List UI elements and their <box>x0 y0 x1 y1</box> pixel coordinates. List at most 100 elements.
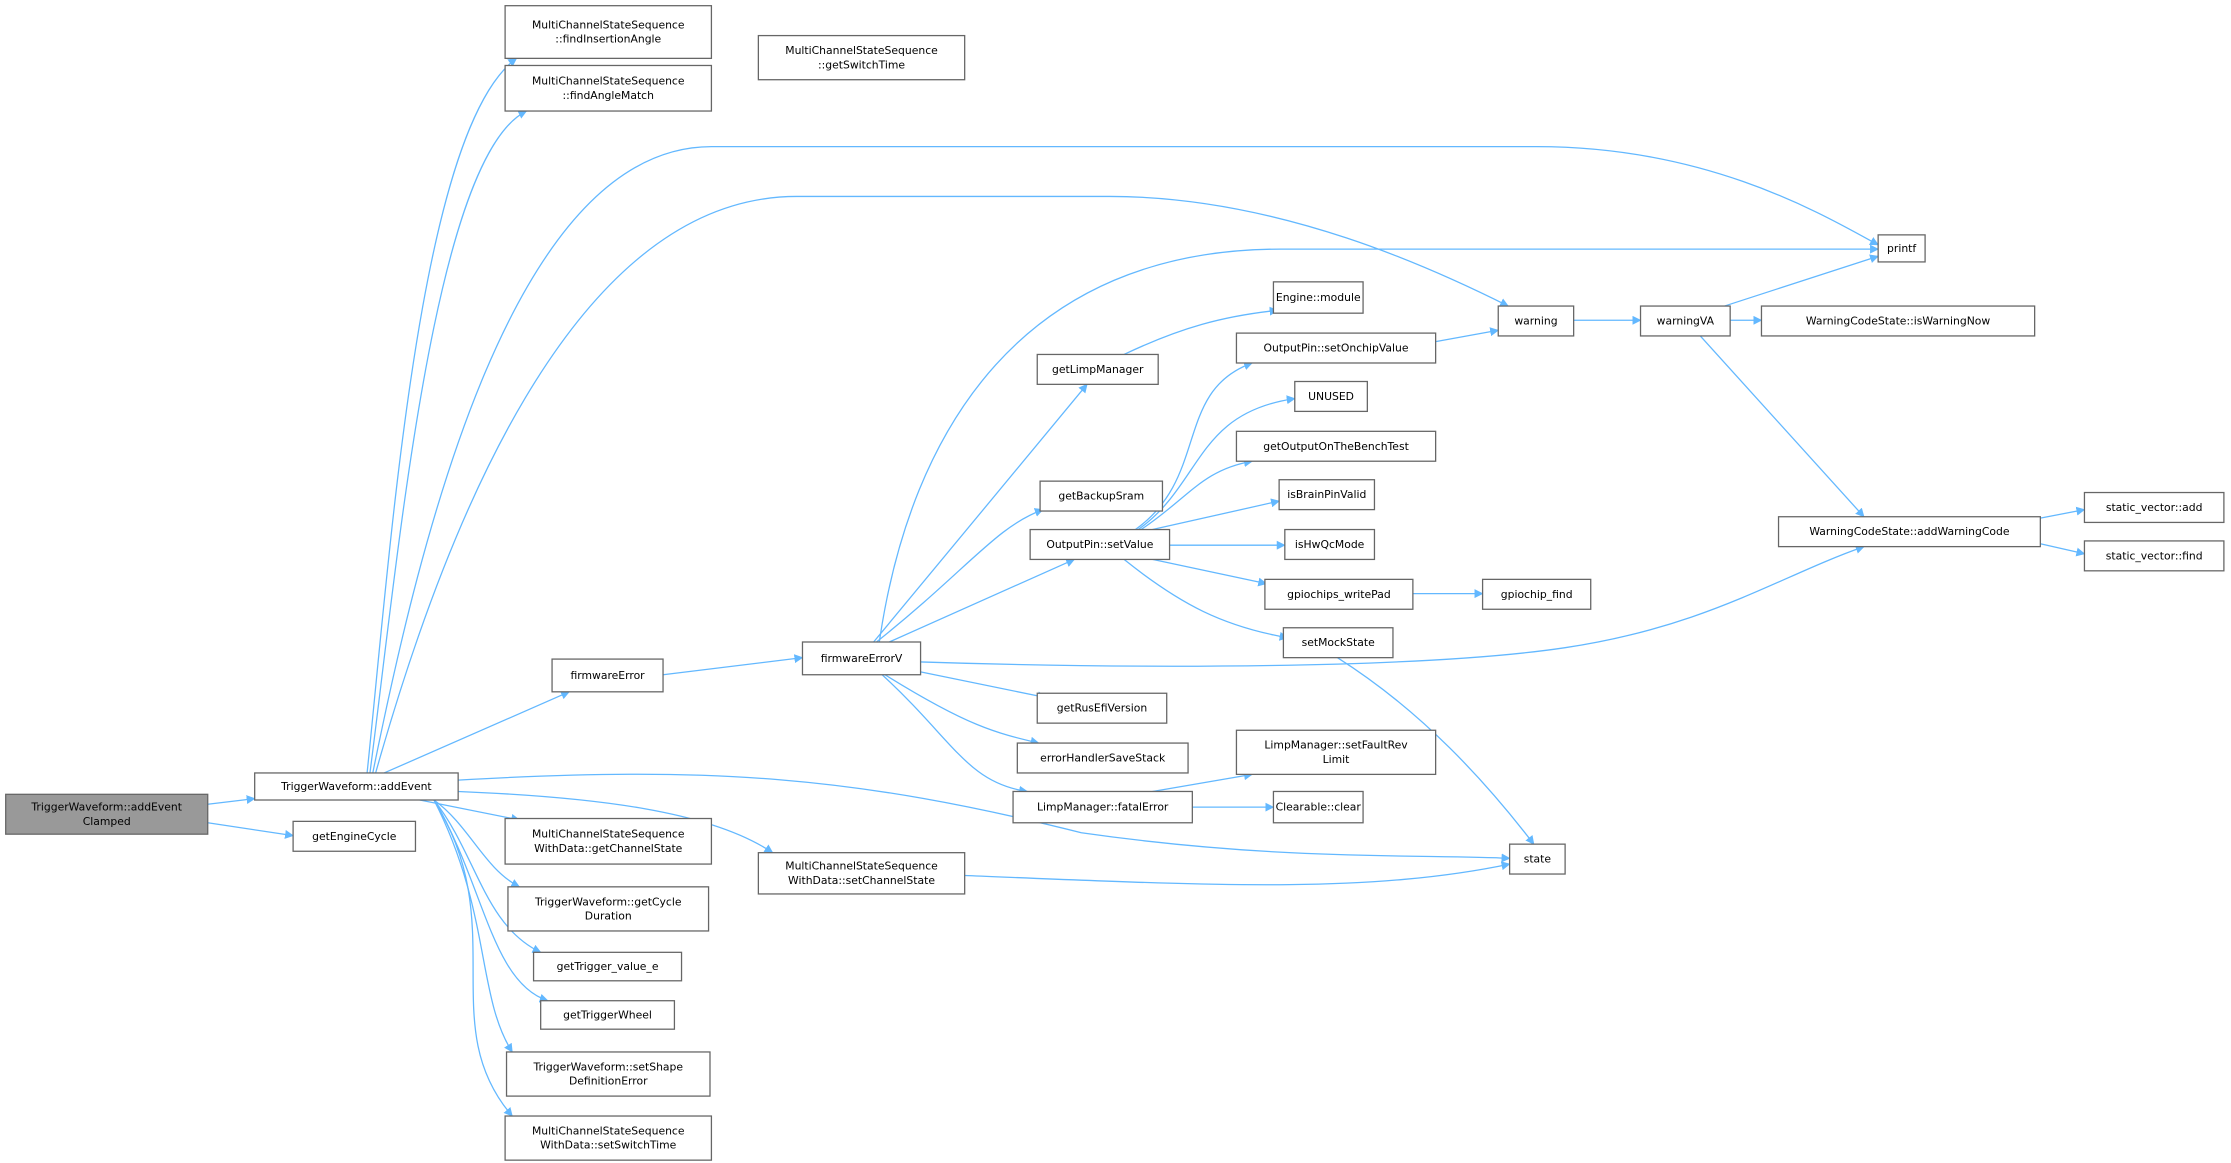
node-warning[interactable]: warning <box>1497 305 1575 337</box>
edge-addevent-printf <box>372 145 1879 774</box>
node-printf[interactable]: printf <box>1877 234 1926 263</box>
node-unused[interactable]: UNUSED <box>1294 380 1368 413</box>
node-box <box>551 658 664 693</box>
node-label: LimpManager::fatalError <box>1037 801 1169 814</box>
node-label: state <box>1524 853 1552 866</box>
node-box <box>1016 742 1189 774</box>
node-label: Engine::module <box>1276 291 1361 304</box>
node-is-warning-now[interactable]: WarningCodeState::isWarningNow <box>1760 305 2036 337</box>
edge-firmwareerrorv-getrusefiversion <box>920 671 1047 701</box>
node-get-switch-time[interactable]: MultiChannelStateSequence::getSwitchTime <box>757 34 966 81</box>
node-label: WithData::getChannelState <box>534 842 683 855</box>
node-get-trigger-wheel[interactable]: getTriggerWheel <box>540 1000 676 1030</box>
edge-addevent-getcycleduration <box>433 799 521 888</box>
node-gpiochip-find[interactable]: gpiochip_find <box>1481 578 1592 610</box>
node-label: DefinitionError <box>569 1075 648 1088</box>
edges <box>207 57 2086 1117</box>
node-get-backup-sram[interactable]: getBackupSram <box>1039 480 1164 512</box>
node-label: TriggerWaveform::getCycle <box>534 895 682 908</box>
node-get-rus-efi-version[interactable]: getRusEfiVersion <box>1036 692 1168 724</box>
node-get-limp-manager[interactable]: getLimpManager <box>1036 353 1159 385</box>
node-box <box>757 34 966 81</box>
node-label: warningVA <box>1657 314 1715 327</box>
node-box <box>1284 528 1376 561</box>
node-box <box>1508 843 1566 875</box>
edge-firmwareerrorv-addwarningcode <box>920 545 1865 667</box>
node-add-event[interactable]: TriggerWaveform::addEvent <box>254 772 459 801</box>
node-box <box>1639 305 1731 337</box>
node-label: OutputPin::setOnchipValue <box>1264 342 1409 355</box>
edge-setvalue-isbrainpinvalid <box>1152 498 1281 531</box>
node-label: Duration <box>585 910 632 923</box>
node-get-engine-cycle[interactable]: getEngineCycle <box>292 820 417 852</box>
node-box <box>254 772 459 801</box>
node-label: ::getSwitchTime <box>818 58 905 71</box>
node-set-mock-state[interactable]: setMockState <box>1282 627 1394 659</box>
node-static-vector-find[interactable]: static_vector::find <box>2083 540 2225 572</box>
edge-firmwareerrorv-errorhandlersavestack <box>884 674 1040 746</box>
node-set-onchip-value[interactable]: OutputPin::setOnchipValue <box>1235 332 1437 364</box>
node-label: getTrigger_value_e <box>557 960 659 973</box>
node-label: WarningCodeState::addWarningCode <box>1809 525 2010 538</box>
node-set-value[interactable]: OutputPin::setValue <box>1029 528 1171 561</box>
edge-addevent-setswitchtime <box>433 799 513 1117</box>
node-box <box>2083 540 2225 572</box>
node-add-warning-code[interactable]: WarningCodeState::addWarningCode <box>1777 516 2041 548</box>
node-label: firmwareError <box>570 669 645 682</box>
node-get-trigger-value-e[interactable]: getTrigger_value_e <box>532 951 683 982</box>
edge-firmwareerrorv-printf <box>878 244 1880 643</box>
edge-addwarningcode-staticvectoradd <box>2040 506 2086 519</box>
edge-addwarningcode-staticvectorfind <box>2040 543 2086 557</box>
node-get-channel-state[interactable]: MultiChannelStateSequenceWithData::getCh… <box>504 817 713 865</box>
node-fatal-error[interactable]: LimpManager::fatalError <box>1012 790 1193 824</box>
node-label: MultiChannelStateSequence <box>785 44 938 57</box>
edge-firmwareerrorv-fatalerror <box>881 674 1029 795</box>
node-label: TriggerWaveform::addEvent <box>30 801 182 814</box>
edge-warningva-addwarningcode <box>1699 335 1865 518</box>
edge-addeventclamped-getenginecycle <box>207 822 294 839</box>
node-box <box>1264 578 1414 610</box>
node-static-vector-add[interactable]: static_vector::add <box>2083 491 2225 524</box>
node-box <box>1235 332 1437 364</box>
edge-fatalerror-setfaultrevlimit <box>1152 771 1253 793</box>
node-label: MultiChannelStateSequence <box>532 828 685 841</box>
node-label: getLimpManager <box>1052 363 1144 376</box>
node-box <box>1481 578 1592 610</box>
node-label: static_vector::find <box>2106 549 2203 562</box>
node-get-output-on-the-bench-test[interactable]: getOutputOnTheBenchTest <box>1235 430 1437 462</box>
node-find-insertion-angle[interactable]: MultiChannelStateSequence::findInsertion… <box>504 5 713 60</box>
node-find-angle-match[interactable]: MultiChannelStateSequence::findAngleMatc… <box>504 64 713 112</box>
node-box <box>540 1000 676 1030</box>
node-label: printf <box>1887 242 1916 255</box>
node-warning-v-a[interactable]: warningVA <box>1639 305 1731 337</box>
node-is-brain-pin-valid[interactable]: isBrainPinValid <box>1278 479 1376 511</box>
edge-addevent-getchannelstate <box>419 799 521 823</box>
nodes: TriggerWaveform::addEventClampedTriggerW… <box>5 5 2225 1161</box>
node-box <box>1272 790 1364 824</box>
node-box <box>1877 234 1926 263</box>
node-is-hw-qc-mode[interactable]: isHwQcMode <box>1284 528 1376 561</box>
node-set-switch-time[interactable]: MultiChannelStateSequenceWithData::setSw… <box>504 1115 713 1161</box>
node-box <box>1029 528 1171 561</box>
node-engine-module[interactable]: Engine::module <box>1272 281 1364 314</box>
edge-setvalue-getoutputonthebenchtest <box>1140 458 1253 531</box>
node-firmware-error-v[interactable]: firmwareErrorV <box>801 641 922 676</box>
node-box <box>1272 281 1364 314</box>
node-box <box>507 886 710 932</box>
node-firmware-error[interactable]: firmwareError <box>551 658 664 693</box>
node-box <box>757 852 966 895</box>
edge-addevent-findanglematch <box>369 110 528 774</box>
node-set-channel-state[interactable]: MultiChannelStateSequenceWithData::setCh… <box>757 852 966 895</box>
node-box <box>1278 479 1376 511</box>
node-box <box>1282 627 1394 659</box>
node-clearable-clear[interactable]: Clearable::clear <box>1272 790 1364 824</box>
node-error-handler-save-stack[interactable]: errorHandlerSaveStack <box>1016 742 1189 774</box>
node-state[interactable]: state <box>1508 843 1566 875</box>
node-label: Limit <box>1323 753 1350 766</box>
node-gpiochips-write-pad[interactable]: gpiochips_writePad <box>1264 578 1414 610</box>
